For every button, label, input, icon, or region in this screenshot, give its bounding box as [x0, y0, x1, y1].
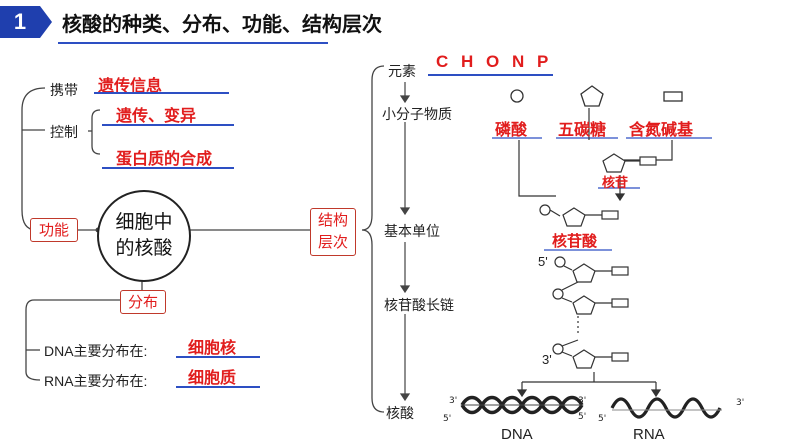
elements-answer-underline	[428, 74, 553, 76]
level-nucleic-acid: 核酸	[386, 406, 414, 422]
rna-caption: RNA	[633, 426, 665, 443]
dna-left-top-end: 3'	[449, 396, 458, 406]
pentose-answer: 五碳糖	[558, 120, 607, 139]
nucleotide-answer: 核苷酸	[552, 232, 598, 250]
dna-caption: DNA	[501, 426, 533, 443]
rna-answer-underline	[176, 386, 260, 388]
control-answer-1-underline	[102, 124, 234, 126]
distribution-label: 分布	[120, 290, 166, 314]
chain-3-prime-label: 3'	[542, 352, 552, 367]
base-answer: 含氮碱基	[629, 120, 694, 139]
dna-answer-underline	[176, 356, 260, 358]
dna-distribution-answer: 细胞核	[188, 338, 237, 357]
section-number-badge: 1	[0, 6, 40, 38]
dna-distribution-label: DNA主要分布在:	[44, 343, 148, 359]
level-nucleotide-chain: 核苷酸长链	[384, 298, 454, 314]
nucleoside-answer: 核苷	[602, 176, 629, 191]
rna-left-end: 5'	[598, 414, 607, 424]
rna-right-end: 3'	[736, 398, 745, 408]
function-label: 功能	[30, 218, 78, 242]
control-answer-variation: 遗传、变异	[116, 106, 197, 125]
level-basic-unit: 基本单位	[384, 224, 440, 240]
structure-label-line-1: 结构	[317, 211, 348, 229]
carry-label: 携带	[50, 83, 78, 99]
structure-label-line-2: 层次	[317, 233, 348, 251]
phosphate-answer: 磷酸	[495, 120, 528, 139]
control-label: 控制	[50, 125, 78, 141]
structure-level-label: 结构 层次	[310, 208, 356, 256]
elements-answer: C H O N P	[436, 52, 553, 71]
title-underline	[58, 42, 328, 44]
control-answer-protein: 蛋白质的合成	[116, 149, 213, 168]
nucleic-acid-center-node: 细胞中 的核酸	[97, 190, 191, 282]
carry-answer-underline	[94, 92, 229, 94]
center-line-1: 细胞中	[115, 211, 173, 233]
dna-left-bottom-end: 5'	[443, 414, 452, 424]
chain-5-prime-label: 5'	[538, 254, 548, 269]
level-small-molecules: 小分子物质	[382, 107, 452, 123]
rna-distribution-label: RNA主要分布在:	[44, 373, 148, 389]
control-answer-2-underline	[102, 167, 234, 169]
level-elements: 元素	[388, 64, 416, 80]
page-title: 核酸的种类、分布、功能、结构层次	[62, 12, 382, 36]
center-line-2: 的核酸	[115, 237, 173, 259]
dna-right-bottom-end: 5'	[578, 412, 587, 422]
dna-right-top-end: 3'	[578, 396, 587, 406]
carry-answer: 遗传信息	[98, 76, 163, 95]
rna-distribution-answer: 细胞质	[188, 368, 237, 387]
badge-arrow-shape	[40, 6, 52, 38]
